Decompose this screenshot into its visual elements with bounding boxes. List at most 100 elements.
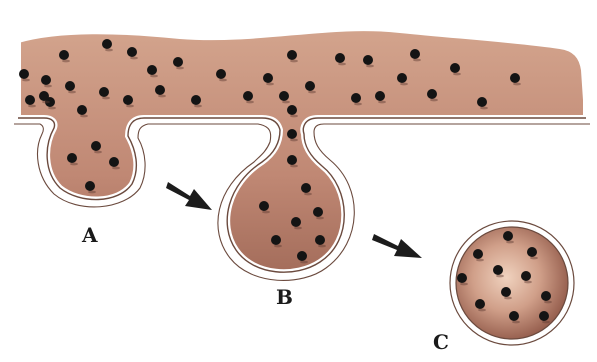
particle-shadow	[318, 245, 326, 248]
particle-shadow	[338, 63, 346, 66]
secretory-particle	[397, 73, 407, 83]
secretory-particle	[541, 291, 551, 301]
secretory-particle	[287, 105, 297, 115]
secretory-particle	[99, 87, 109, 97]
secretory-particle	[410, 49, 420, 59]
stage-label-b: B	[276, 285, 293, 309]
particle-shadow	[80, 115, 88, 118]
particle-shadow	[112, 167, 120, 170]
particle-shadow	[70, 163, 78, 166]
particle-shadow	[430, 99, 438, 102]
particle-shadow	[290, 139, 298, 142]
secretory-particle	[155, 85, 165, 95]
secretory-particle	[243, 91, 253, 101]
secretory-particle	[527, 247, 537, 257]
secretory-particle	[287, 129, 297, 139]
particle-shadow	[524, 281, 532, 284]
arrow-right-down-icon	[166, 182, 212, 210]
particle-shadow	[316, 217, 324, 220]
particle-shadow	[68, 91, 76, 94]
particle-shadow	[246, 101, 254, 104]
particle-shadow	[294, 227, 302, 230]
secretory-particle	[77, 105, 87, 115]
particle-shadow	[308, 91, 316, 94]
particle-shadow	[400, 83, 408, 86]
arrow-right-down-icon	[372, 234, 422, 258]
secretory-particle	[123, 95, 133, 105]
secretory-particle	[147, 65, 157, 75]
secretory-particle	[501, 287, 511, 297]
secretory-particle	[375, 91, 385, 101]
free-vesicle-c	[450, 221, 574, 345]
particle-shadow	[94, 151, 102, 154]
particle-shadow	[102, 97, 110, 100]
particle-shadow	[496, 275, 504, 278]
secretory-particle	[259, 201, 269, 211]
secretory-particle	[25, 95, 35, 105]
particle-shadow	[262, 211, 270, 214]
secretory-particle	[287, 155, 297, 165]
particle-shadow	[544, 301, 552, 304]
stage-label-a: A	[82, 223, 98, 247]
secretory-particle	[216, 69, 226, 79]
secretory-particle	[39, 91, 49, 101]
particle-shadow	[304, 193, 312, 196]
secretory-particle	[457, 273, 467, 283]
secretory-particle	[301, 183, 311, 193]
secretory-particle	[287, 50, 297, 60]
secretory-particle	[59, 50, 69, 60]
particle-shadow	[42, 101, 50, 104]
particle-shadow	[504, 297, 512, 300]
particle-shadow	[378, 101, 386, 104]
secretory-particle	[315, 235, 325, 245]
particle-shadow	[290, 165, 298, 168]
secretory-particle	[67, 153, 77, 163]
particle-shadow	[282, 101, 290, 104]
particle-shadow	[480, 107, 488, 110]
secretory-particle	[297, 251, 307, 261]
particle-shadow	[44, 85, 52, 88]
secretory-particle	[102, 39, 112, 49]
particle-shadow	[48, 107, 56, 110]
secretory-particle	[473, 249, 483, 259]
particle-shadow	[290, 60, 298, 63]
particle-shadow	[219, 79, 227, 82]
secretory-particle	[521, 271, 531, 281]
particle-shadow	[126, 105, 134, 108]
particle-shadow	[476, 259, 484, 262]
secretory-particle	[477, 97, 487, 107]
particle-shadow	[130, 57, 138, 60]
particle-shadow	[460, 283, 468, 286]
particle-shadow	[413, 59, 421, 62]
secretory-particle	[127, 47, 137, 57]
secretory-particle	[510, 73, 520, 83]
particle-shadow	[300, 261, 308, 264]
particle-shadow	[530, 257, 538, 260]
particle-shadow	[150, 75, 158, 78]
secretory-particle	[19, 69, 29, 79]
secretory-particle	[173, 57, 183, 67]
particle-shadow	[542, 321, 550, 324]
particle-shadow	[478, 309, 486, 312]
particle-shadow	[62, 60, 70, 63]
secretory-particle	[41, 75, 51, 85]
secretory-particle	[109, 157, 119, 167]
particle-shadow	[290, 115, 298, 118]
secretory-particle	[305, 81, 315, 91]
particle-shadow	[513, 83, 521, 86]
particle-shadow	[274, 245, 282, 248]
particle-shadow	[158, 95, 166, 98]
particle-shadow	[28, 105, 36, 108]
secretory-particle	[335, 53, 345, 63]
secretory-particle	[475, 299, 485, 309]
secretory-particle	[271, 235, 281, 245]
particle-shadow	[88, 191, 96, 194]
particle-shadow	[194, 105, 202, 108]
secretory-particle	[493, 265, 503, 275]
particle-shadow	[512, 321, 520, 324]
secretory-particle	[65, 81, 75, 91]
secretory-particle	[313, 207, 323, 217]
stage-label-c: C	[433, 330, 449, 354]
secretory-particle	[351, 93, 361, 103]
